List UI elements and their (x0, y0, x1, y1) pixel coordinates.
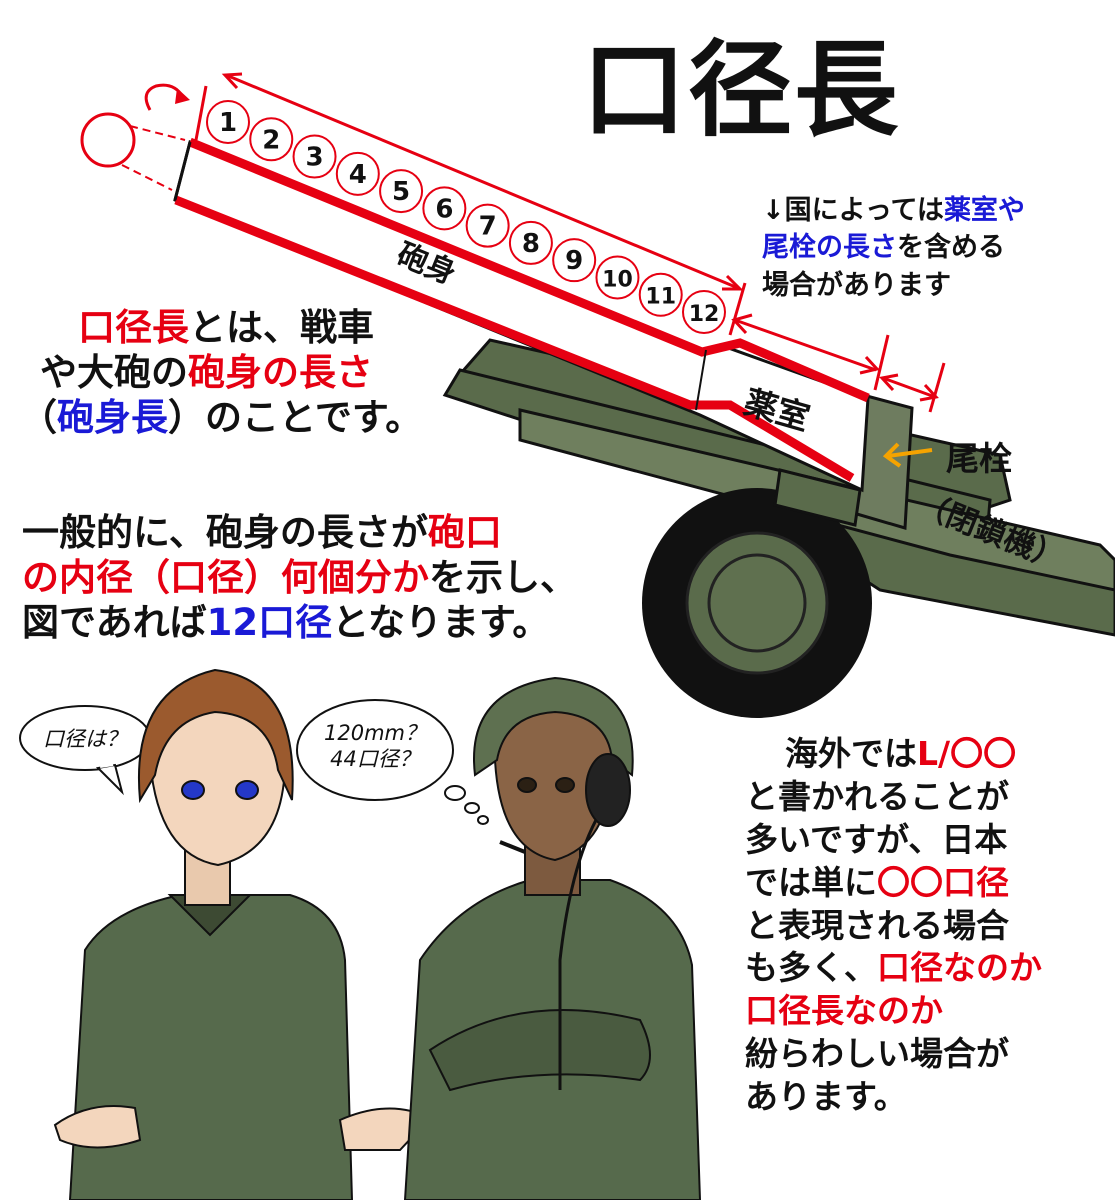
speech-left-text: 口径は？ (43, 727, 127, 751)
keyword-barrel-length-term: 砲身長 (57, 396, 168, 440)
note-highlight: 薬室や (943, 195, 1025, 226)
caliber-circle (292, 134, 337, 179)
definition-line-2: や大砲の砲身の長さ (40, 350, 422, 395)
caliber-number: 3 (305, 143, 323, 173)
overseas-line-4: では単に〇〇口径 (745, 862, 1042, 905)
note-text: 国によっては (784, 195, 944, 226)
keyword-caliber-question: 口径なのか (877, 948, 1042, 988)
keyword-caliber-length: 口径長 (78, 306, 189, 349)
keyword-muzzle: 砲口 (427, 511, 502, 554)
speech-bubble-left (19, 705, 151, 796)
explanation-text: 一般的に、砲身の長さが (22, 511, 428, 554)
caliber-circle (552, 238, 597, 283)
caliber-circle (465, 203, 510, 248)
definition-line-3: （砲身長）のことです。 (20, 395, 422, 440)
overseas-line-6: も多く、口径なのか (745, 947, 1042, 990)
note-line-3: 場合があります (762, 269, 951, 301)
caliber-circle (682, 290, 726, 334)
down-arrow-icon: ↓ (762, 195, 785, 226)
overseas-line-1: 海外ではL/〇〇 (745, 733, 1042, 776)
caliber-number: 4 (349, 160, 367, 190)
explanation-paragraph: 一般的に、砲身の長さが砲口 の内径（口径）何個分かを示し、 図であれば12口径と… (22, 510, 577, 645)
overseas-line-3: 多いですが、日本 (745, 819, 1008, 859)
explanation-text: 図であれば (22, 601, 207, 645)
definition-line-1: 口径長とは、戦車 (40, 305, 422, 350)
definition-text: や大砲の (40, 351, 188, 395)
breech-label: 尾栓 (946, 439, 1012, 478)
explanation-line-3: 図であれば12口径となります。 (22, 600, 577, 645)
wheel (642, 488, 872, 718)
chamber-length-arrow (728, 282, 890, 391)
bore-circle-diagram (80, 83, 190, 191)
note-text: を含める (897, 232, 1005, 264)
note-line-1: ↓国によっては薬室や (762, 192, 1025, 229)
thought-line-2: 44口径？ (330, 747, 420, 772)
explanation-line-1: 一般的に、砲身の長さが砲口 (22, 510, 577, 555)
caliber-number: 7 (479, 212, 497, 242)
overseas-paragraph: 海外ではL/〇〇 と書かれることが 多いですが、日本 では単に〇〇口径 と表現さ… (745, 733, 1042, 1119)
caliber-circle (638, 272, 683, 317)
definition-text: （ (20, 396, 57, 440)
caliber-number: 6 (435, 194, 453, 224)
note-highlight: 尾栓の長さ (762, 232, 897, 264)
caliber-circle (595, 255, 640, 300)
caliber-number: 10 (602, 267, 633, 292)
note-line-2: 尾栓の長さを含める (762, 229, 1025, 266)
country-note: ↓国によっては薬室や 尾栓の長さを含める 場合があります (762, 192, 1025, 304)
overseas-line-2: と書かれることが (745, 776, 1009, 816)
overseas-text: 海外では (785, 734, 917, 773)
caliber-circle (379, 169, 424, 214)
caliber-number: 8 (522, 229, 540, 259)
caliber-circle (249, 117, 294, 162)
page-title: 口径長 (582, 29, 901, 151)
overseas-text: も多く、 (745, 948, 877, 988)
keyword-12-caliber: 12口径 (206, 601, 333, 645)
caliber-circle (335, 151, 380, 196)
keyword-barrel-length: 砲身の長さ (188, 351, 373, 395)
definition-text: とは、戦車 (189, 306, 374, 349)
explanation-text: を示し、 (429, 556, 577, 600)
keyword-l-notation: L/〇〇 (917, 734, 1017, 773)
caliber-number: 1 (219, 108, 237, 138)
caliber-number: 12 (689, 302, 720, 327)
breech-pointer-arrow (882, 442, 933, 468)
overseas-line-9: あります。 (745, 1077, 907, 1117)
definition-text: ）のことです。 (168, 396, 423, 440)
breech-length-arrow (879, 362, 946, 413)
definition-paragraph: 口径長とは、戦車 や大砲の砲身の長さ （砲身長）のことです。 (20, 305, 422, 440)
caliber-number: 5 (392, 177, 410, 207)
caliber-number: 11 (645, 285, 676, 310)
keyword-caliber-notation: 〇〇口径 (877, 862, 1009, 902)
caliber-number: 2 (262, 125, 280, 155)
overseas-line-5: と表現される場合 (745, 905, 1009, 945)
explanation-line-2: の内径（口径）何個分かを示し、 (22, 555, 577, 600)
overseas-line-8: 紛らわしい場合が (745, 1034, 1009, 1074)
caliber-circle (422, 186, 467, 231)
caliber-circle (206, 100, 250, 144)
caliber-number: 9 (565, 246, 583, 276)
cradle (773, 468, 862, 527)
overseas-text: では単に (745, 862, 877, 902)
barrel-length-arrow (194, 72, 744, 291)
thought-line-1: 120mm？ (324, 721, 426, 745)
character-right (403, 676, 702, 1200)
thought-bubble-right (296, 699, 489, 825)
character-left (53, 668, 432, 1200)
thought-right-text: 120mm？ 44口径？ (300, 720, 450, 773)
keyword-bore-count: の内径（口径）何個分か (22, 556, 429, 600)
barrel (173, 137, 870, 493)
overseas-line-7: 口径長なのか (745, 991, 943, 1031)
caliber-circle (508, 220, 553, 265)
explanation-text: となります。 (332, 601, 550, 645)
